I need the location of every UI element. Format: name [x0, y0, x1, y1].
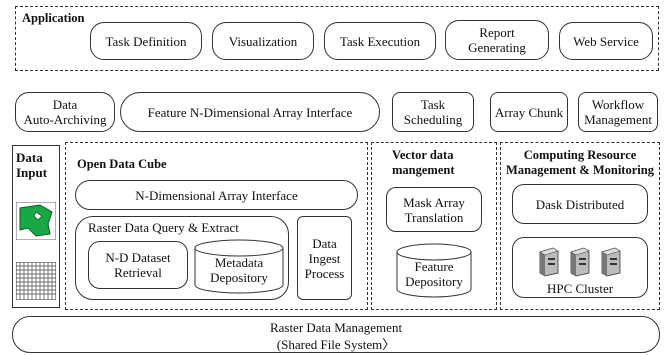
nd-array-interface-box: N-Dimensional Array Interface	[75, 180, 358, 210]
raster-data-management-label: Raster Data Management	[269, 319, 403, 335]
task-execution-box: Task Execution	[324, 22, 436, 60]
hpc-cluster-label: HPC Cluster	[546, 280, 614, 296]
vector-map-icon	[16, 202, 56, 240]
raster-query-title: Raster Data Query & Extract	[88, 220, 239, 235]
data-input-title: Data Input	[16, 150, 48, 180]
web-service-box: Web Service	[559, 22, 653, 60]
computing-resource-title: Computing Resource Management & Monitori…	[506, 148, 654, 177]
dask-distributed-box: Dask Distributed	[512, 184, 648, 224]
vector-data-group	[371, 142, 497, 310]
open-data-cube-group	[65, 142, 368, 310]
array-chunk-box: Array Chunk	[490, 92, 568, 132]
application-group	[15, 6, 659, 71]
task-definition-box: Task Definition	[90, 22, 202, 60]
computing-resource-group	[500, 142, 660, 310]
feature-depository-label: Feature Depository	[405, 259, 463, 289]
hpc-cluster-box	[512, 237, 648, 298]
server-icon	[539, 247, 559, 277]
server-icon	[570, 247, 590, 277]
visualization-box: Visualization	[212, 22, 314, 60]
report-generating-box: Report Generating	[445, 20, 549, 60]
nd-dataset-retrieval-box: N-D Dataset Retrieval	[88, 241, 188, 289]
raster-query-extract-box	[75, 216, 289, 300]
data-ingest-process-box: Data Ingest Process	[297, 216, 352, 300]
mask-array-translation-box: Mask Array Translation	[386, 187, 482, 232]
data-input-panel	[12, 145, 60, 308]
vector-data-title: Vector data mangement	[392, 148, 455, 177]
data-auto-archiving-box: Data Auto-Archiving	[15, 92, 115, 132]
feature-depository-cylinder	[396, 243, 472, 298]
raster-grid-icon	[16, 262, 56, 300]
metadata-depository-cylinder	[194, 239, 284, 294]
server-icon	[601, 247, 621, 277]
metadata-depository-label: Metadata Depository	[210, 255, 268, 285]
open-data-cube-title: Open Data Cube	[77, 157, 167, 171]
task-scheduling-box: Task Scheduling	[392, 92, 474, 132]
raster-data-management-box	[12, 316, 660, 353]
application-title: Application	[22, 11, 85, 25]
shared-file-system-label: (Shared File System〉	[276, 337, 396, 352]
workflow-management-box: Workflow Management	[578, 92, 658, 132]
feature-nd-array-interface-box: Feature N-Dimensional Array Interface	[120, 92, 380, 132]
